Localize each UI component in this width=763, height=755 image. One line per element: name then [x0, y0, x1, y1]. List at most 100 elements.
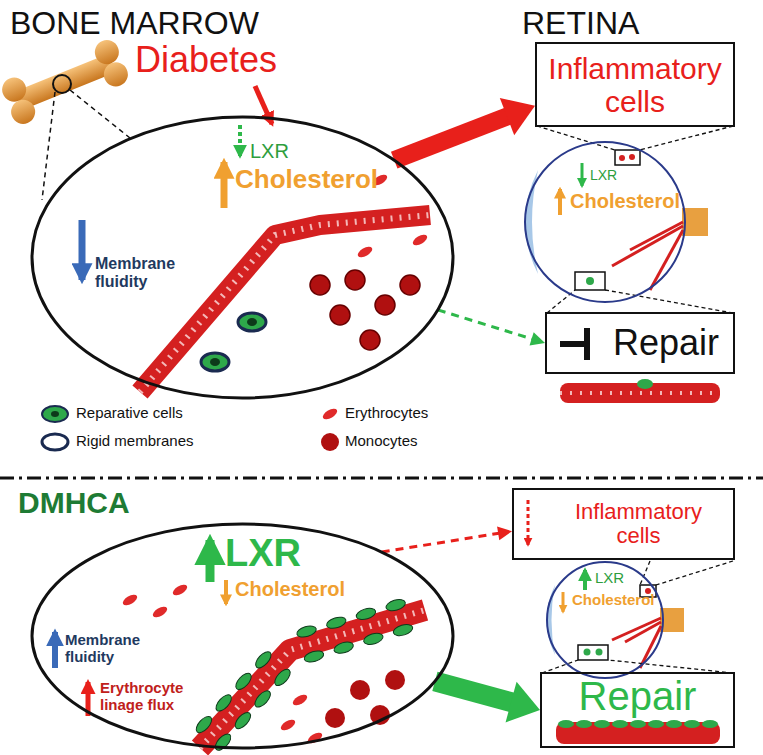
- retina-top: [525, 126, 733, 313]
- illustration-part: [360, 330, 380, 350]
- arrow-head: [500, 98, 535, 135]
- illustration-part: [350, 680, 370, 700]
- illustration-part: [330, 305, 350, 325]
- label-text: Inflammatory cells: [543, 52, 727, 118]
- illustration-part: [121, 593, 139, 608]
- illustration-part: [53, 75, 71, 93]
- illustration-part: [171, 583, 189, 598]
- process-box: Inflammatory cells: [535, 42, 735, 127]
- reparative-cell: [303, 649, 325, 664]
- label-text: LXR: [250, 140, 289, 162]
- reparative-cell: [193, 714, 214, 735]
- illustration-part: [400, 275, 420, 295]
- illustration-part: [238, 313, 266, 331]
- illustration-part: [584, 649, 591, 656]
- illustration-part: [201, 353, 229, 371]
- illustration-part: [345, 270, 365, 290]
- illustration-part: [586, 277, 594, 285]
- reparative-cell: [576, 720, 592, 728]
- bone: [0, 37, 131, 200]
- legend-text: Rigid membranes: [76, 433, 194, 450]
- reparative-cell: [594, 720, 610, 728]
- illustration-part: [558, 189, 562, 215]
- divider: [0, 478, 763, 479]
- illustration-part: [121, 583, 324, 746]
- illustration-part: [562, 592, 565, 612]
- process-box: Repair: [545, 312, 735, 374]
- illustration-part: [581, 163, 584, 186]
- eye-outline: [525, 142, 685, 302]
- bone-marrow-region: LXR CholesterolMembrane fluidity: [30, 115, 455, 400]
- illustration-part: [206, 540, 215, 582]
- connector-line: [382, 533, 499, 552]
- illustration-part: [0, 37, 131, 128]
- illustration-part: [612, 226, 683, 266]
- illustration-part: [291, 693, 309, 708]
- illustration-part: [656, 561, 733, 585]
- reparative-cell: [392, 622, 414, 637]
- illustration-part: [140, 215, 430, 392]
- label-text: Inflammatory cells: [550, 500, 727, 548]
- reparative-cell: [666, 720, 682, 728]
- illustration-part: [583, 570, 587, 590]
- label-text: Cholesterol: [572, 592, 655, 609]
- connector-line: [435, 681, 512, 702]
- illustration-part: [605, 290, 733, 313]
- ellipse-outline: [30, 115, 455, 400]
- illustration-part: [375, 295, 395, 315]
- illustration-part: [558, 720, 718, 728]
- reparative-cell: [325, 615, 347, 630]
- illustration-part: [612, 618, 661, 668]
- reparative-cell: [702, 720, 718, 728]
- illustration-part: [325, 670, 405, 728]
- illustration-part: [325, 708, 345, 728]
- illustration-part: [612, 222, 683, 290]
- eye-outline: [547, 562, 663, 678]
- arrow-head: [530, 332, 545, 345]
- illustration-part: [42, 92, 55, 200]
- reparative-cell: [232, 710, 253, 731]
- illustration-part: [537, 126, 733, 313]
- reparative-cell: [272, 667, 293, 688]
- illustration-part: [640, 126, 733, 150]
- reparative-cell: [253, 649, 274, 670]
- illustration-part: [210, 318, 257, 366]
- illustration-part: [100, 59, 131, 90]
- label-text: Cholesterol: [570, 190, 680, 212]
- label-text: Cholesterol: [235, 165, 378, 194]
- column-heading: BONE MARROW: [10, 6, 259, 41]
- legend-text: Monocytes: [345, 433, 418, 450]
- legend-text: Reparative cells: [76, 405, 183, 422]
- reparative-cell: [233, 671, 254, 692]
- label-text: Erythrocyte linage flux: [100, 680, 200, 713]
- ellipse-outline: [32, 117, 453, 398]
- condition-label: Diabetes: [135, 40, 277, 80]
- illustration-part: [619, 155, 625, 161]
- label-text: LXR: [595, 570, 624, 587]
- bone-marrow-region: LXRCholesterolMembrane fluidityErythrocy…: [30, 522, 455, 750]
- process-box: Repair: [540, 672, 735, 748]
- illustration-part: [584, 328, 590, 360]
- label-text: Membrane fluidity: [95, 255, 187, 290]
- illustration-part: [15, 54, 115, 110]
- illustration-part: [200, 610, 425, 748]
- illustration-part: [650, 230, 683, 290]
- illustration-part: [575, 272, 605, 290]
- reparative-cell: [213, 692, 234, 713]
- illustration-part: [79, 220, 86, 280]
- illustration-part: [629, 154, 635, 160]
- illustration-part: [560, 391, 720, 395]
- illustration-part: [310, 275, 330, 295]
- label-text: Repair: [613, 323, 719, 363]
- label-text: Cholesterol: [235, 578, 345, 600]
- illustration-part: [279, 718, 297, 733]
- illustration-part: [321, 407, 339, 422]
- connector-arrow: [435, 681, 540, 722]
- column-heading: RETINA: [522, 6, 639, 41]
- arrow-head: [497, 526, 512, 540]
- illustration-part: [201, 313, 266, 371]
- illustration-part: [310, 270, 420, 350]
- connector-arrow: [394, 98, 535, 160]
- illustration-part: [596, 649, 603, 656]
- arrow-head: [506, 682, 540, 723]
